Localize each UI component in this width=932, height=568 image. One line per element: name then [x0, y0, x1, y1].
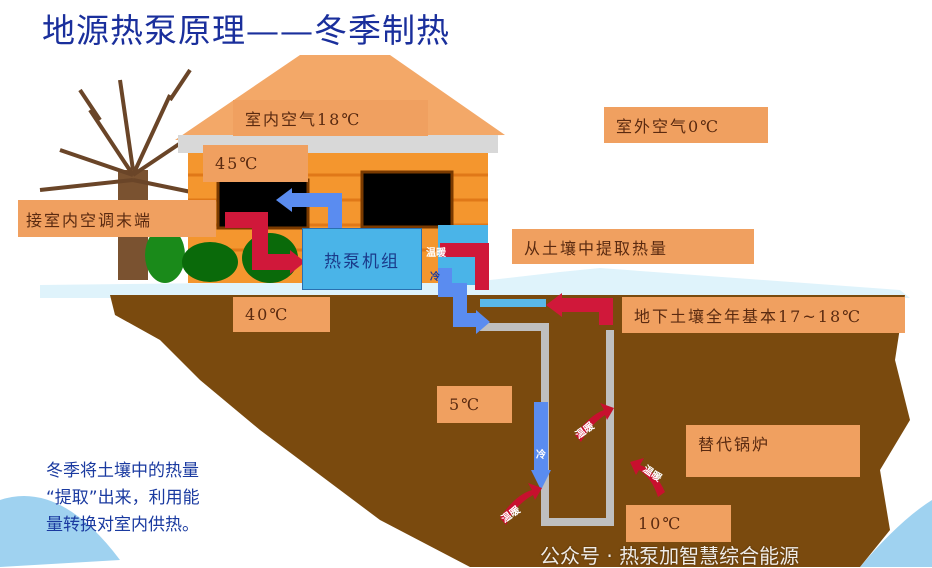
cold-tag: 冷	[430, 272, 440, 283]
ground-loop-pipe	[480, 323, 614, 526]
page-title: 地源热泵原理——冬季制热	[42, 11, 450, 50]
warm-arrows	[500, 403, 665, 525]
soil-temp-label: 地下土壤全年基本17~18℃	[622, 297, 905, 333]
loop-in-temp-label: 10℃	[626, 505, 731, 542]
extract-heat-label: 从土壤中提取热量	[512, 229, 754, 264]
sky-corner-left	[0, 496, 120, 567]
winter-note: 冬季将土壤中的热量 “提取”出来，利用能 量转换对室内供热。	[46, 458, 200, 539]
outdoor-air-label: 室外空气0℃	[604, 107, 768, 143]
hot-pipe-loop	[440, 243, 613, 325]
sky-corner-right	[860, 500, 932, 567]
return-temp-label: 40℃	[233, 297, 330, 332]
watermark: 公众号 · 热泵加智慧综合能源	[540, 544, 800, 568]
warm-tag: 温暖	[426, 248, 446, 259]
soil	[110, 295, 910, 567]
cold-pipe-indoor	[276, 188, 342, 228]
loop-out-temp-label: 5℃	[437, 386, 512, 423]
supply-temp-label: 45℃	[203, 145, 308, 182]
cold-pipe-loop	[438, 268, 551, 490]
hot-pipe-indoor	[225, 212, 305, 274]
cold-tag-loop: 冷	[536, 450, 546, 461]
heat-pump-unit: 热泵机组	[302, 228, 422, 290]
replace-boiler-label: 替代锅炉	[686, 425, 860, 477]
note-line: “提取”出来，利用能	[46, 488, 200, 508]
note-line: 冬季将土壤中的热量	[46, 461, 199, 481]
note-line: 量转换对室内供热。	[46, 515, 199, 535]
indoor-air-label: 室内空气18℃	[233, 100, 428, 136]
indoor-terminal-label: 接室内空调末端	[18, 200, 216, 237]
